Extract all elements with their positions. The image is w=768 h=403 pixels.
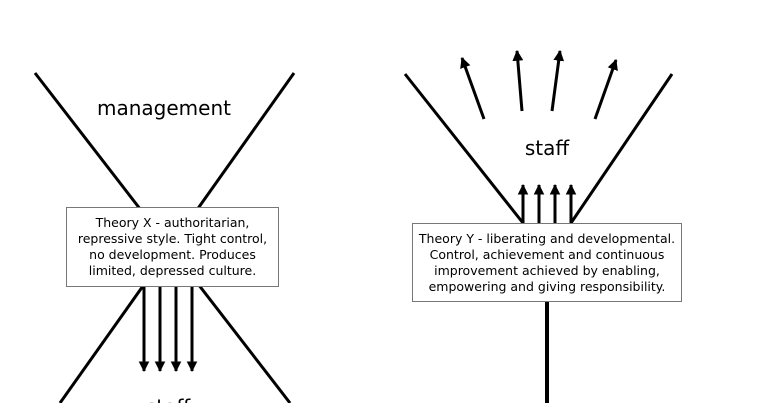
fan-arrow xyxy=(512,49,524,112)
management-label: management xyxy=(97,96,231,120)
y-left-arm-line xyxy=(403,73,525,224)
staff-label: staff xyxy=(525,136,571,160)
theory-x-box: Theory X - authoritarian, repressive sty… xyxy=(66,207,279,287)
theory-y-text-line: Theory Y - liberating and developmental. xyxy=(418,230,676,246)
theory-y-text-line: improvement achieved by enabling, xyxy=(434,262,660,278)
theory-y-text-line: Control, achievement and continuous xyxy=(429,246,665,262)
fan-arrow xyxy=(460,56,486,120)
theory-y-group: staff xyxy=(403,49,674,403)
theory-x-text-line: Theory X - authoritarian, xyxy=(95,215,250,230)
theory-y-box: Theory Y - liberating and developmental.… xyxy=(412,223,682,302)
theory-x-text-line: no development. Produces xyxy=(89,247,256,262)
fan-arrow xyxy=(593,58,618,120)
theory-x-text-line: limited, depressed culture. xyxy=(88,263,257,278)
fan-arrow xyxy=(550,49,565,112)
staff-label-bottom: staff xyxy=(146,395,192,403)
theory-y-text-line: empowering and giving responsibility. xyxy=(428,278,666,294)
theory-x-text-line: repressive style. Tight control, xyxy=(77,231,268,246)
y-right-arm-line xyxy=(569,73,674,224)
